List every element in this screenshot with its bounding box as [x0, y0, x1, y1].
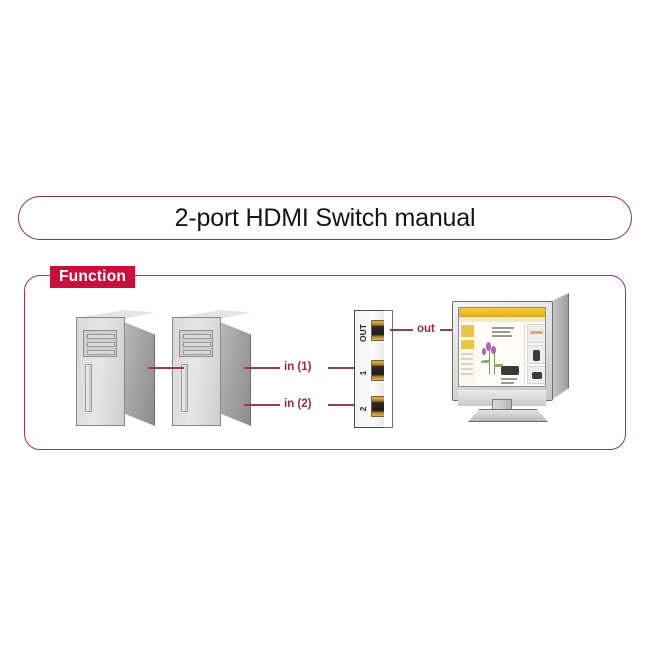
page-title: 2-port HDMI Switch manual: [174, 203, 476, 232]
function-section-badge: Function: [50, 266, 136, 289]
title-banner: 2-port HDMI Switch manual: [18, 196, 632, 240]
function-panel: [24, 275, 626, 450]
